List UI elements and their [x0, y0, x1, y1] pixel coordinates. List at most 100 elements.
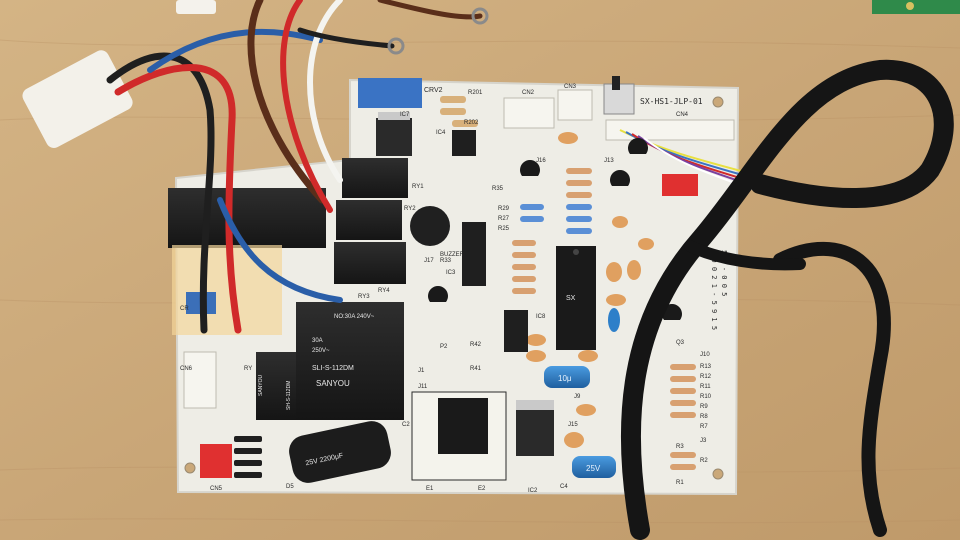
label-ic8: IC8	[536, 314, 546, 320]
center-resistor-column	[512, 168, 592, 294]
label-j10: J10	[700, 352, 710, 358]
label-c4: C4	[560, 484, 568, 490]
blue-electrolytic-1	[544, 366, 590, 388]
connector-cn5	[200, 444, 232, 478]
label-d5: D5	[286, 484, 294, 490]
label-j9: J9	[574, 394, 581, 400]
label-cn6: CN6	[180, 366, 193, 372]
label-j11: J11	[418, 384, 428, 390]
sanyou-large-rating-1: NO:30A 240V~	[334, 314, 375, 320]
ic2-tab	[516, 400, 554, 410]
right-resistor-column	[670, 364, 696, 470]
label-r8: R8	[700, 414, 708, 420]
label-ry2: RY2	[404, 206, 416, 212]
label-r9: R9	[700, 404, 708, 410]
relay-sanyou-small	[256, 352, 296, 420]
label-r35: R35	[492, 186, 504, 192]
label-j15: J15	[568, 422, 578, 428]
label-r2: R2	[700, 458, 708, 464]
label-r13: R13	[700, 364, 712, 370]
label-c2: C2	[402, 422, 410, 428]
label-cn2: CN2	[522, 90, 535, 96]
ic4-chip	[452, 130, 476, 156]
label-e2: E2	[478, 486, 486, 492]
label-r33: R33	[440, 258, 452, 264]
label-cr: CR	[180, 306, 189, 312]
label-r202: R202	[464, 120, 479, 126]
ring-terminal-1	[471, 7, 489, 25]
label-r29: R29	[498, 206, 510, 212]
sanyou-large-rating-2: 30A	[312, 338, 323, 344]
blue-ceramic-cap	[608, 308, 620, 332]
label-cn4: CN4	[676, 112, 689, 118]
sanyou-small-model: SH-S-112DM	[286, 381, 292, 410]
white-plug-left	[22, 50, 133, 148]
heatsink-pad	[438, 398, 488, 454]
label-j16: J16	[536, 158, 546, 164]
relay-ry2	[336, 200, 402, 240]
label-j1: J1	[418, 368, 425, 374]
green-board-pad	[906, 2, 914, 10]
label-p2: P2	[440, 344, 448, 350]
sanyou-large-model: SLI-S-112DM	[312, 365, 354, 372]
main-ic8-text: SX	[566, 295, 576, 302]
connector-cn3	[557, 89, 593, 121]
label-r11: R11	[700, 384, 711, 390]
label-cn3: CN3	[564, 84, 577, 90]
connector-cn6	[183, 351, 217, 409]
black-cable	[620, 59, 954, 540]
label-ic7: IC7	[400, 112, 410, 118]
sanyou-large-rating-3: 250V~	[312, 348, 330, 354]
label-r42: R42	[470, 342, 482, 348]
label-ry1: RY1	[412, 184, 424, 190]
label-r3: R3	[676, 444, 684, 450]
small-black-cap	[504, 310, 528, 352]
label-r27: R27	[498, 216, 510, 222]
label-r41: R41	[470, 366, 482, 372]
label-ic4: IC4	[436, 130, 446, 136]
ceramic-capacitors	[526, 132, 654, 448]
ic3-chip	[462, 222, 486, 286]
label-r10: R10	[700, 394, 712, 400]
blue-electrolytic-2	[572, 456, 616, 478]
label-j17: J17	[424, 258, 434, 264]
connector-red-right	[662, 174, 698, 196]
top-resistors	[440, 96, 478, 127]
sanyou-large-brand: SANYOU	[316, 379, 350, 388]
green-board-corner	[872, 0, 960, 14]
label-crv2: CRV2	[424, 87, 443, 94]
label-ry4: RY4	[378, 288, 390, 294]
label-ry: RY	[244, 366, 252, 372]
label-e1: E1	[426, 486, 434, 492]
board-model-label: SX-HS1-JLP-01	[640, 97, 703, 106]
board-side-label-2: 5 0 - 0 0 5	[720, 250, 728, 296]
ic7-heatsink	[376, 118, 412, 156]
relay-sanyou-large	[296, 302, 404, 420]
transformer-block	[168, 188, 326, 248]
connector-cn4	[605, 119, 735, 141]
relay-ry1	[342, 158, 408, 198]
label-q3: Q3	[676, 340, 685, 346]
main-ic8-notch	[573, 249, 579, 255]
label-j13: J13	[604, 158, 614, 164]
top-connector-stub	[176, 0, 216, 14]
label-r12: R12	[700, 374, 712, 380]
label-ry3: RY3	[358, 294, 370, 300]
main-ic8	[556, 246, 596, 350]
blue-cap-1-text: 10μ	[558, 374, 572, 383]
ic7-tab	[378, 112, 410, 120]
big-electrolytic-cap	[289, 421, 391, 483]
connector-cn2	[503, 97, 555, 129]
label-ic3: IC3	[446, 270, 456, 276]
label-buzzer: BUZZER	[440, 252, 465, 258]
diodes	[234, 436, 262, 478]
board-side-label: 1 0 0 2 1 - 5 9 1 5	[710, 250, 718, 330]
label-r7: R7	[700, 424, 708, 430]
blue-varistor-crv2	[358, 78, 422, 108]
sanyou-small-brand: SANYOU	[258, 374, 264, 396]
label-cn5: CN5	[210, 486, 223, 492]
label-j3: J3	[700, 438, 707, 444]
ic2-regulator	[516, 404, 554, 456]
label-ic2: IC2	[528, 488, 538, 494]
